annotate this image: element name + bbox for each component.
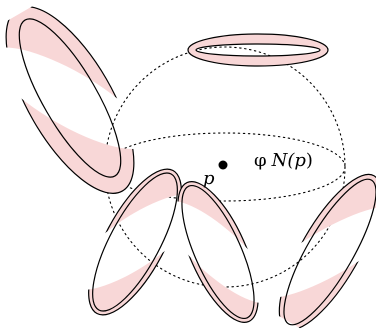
normal-label-var: p <box>294 150 306 171</box>
ring-bottom-left <box>88 168 182 316</box>
ring-bottom-middle <box>177 181 259 323</box>
ring-top <box>187 33 329 67</box>
normal-label-open: N( <box>271 150 296 171</box>
ring-bottom-right <box>278 173 376 331</box>
point-p-label: p <box>203 168 215 189</box>
point-p-marker <box>218 160 228 170</box>
normal-label-close: ) <box>306 150 313 171</box>
ring-upper-left <box>5 6 135 194</box>
phi-symbol: φ <box>254 150 267 171</box>
